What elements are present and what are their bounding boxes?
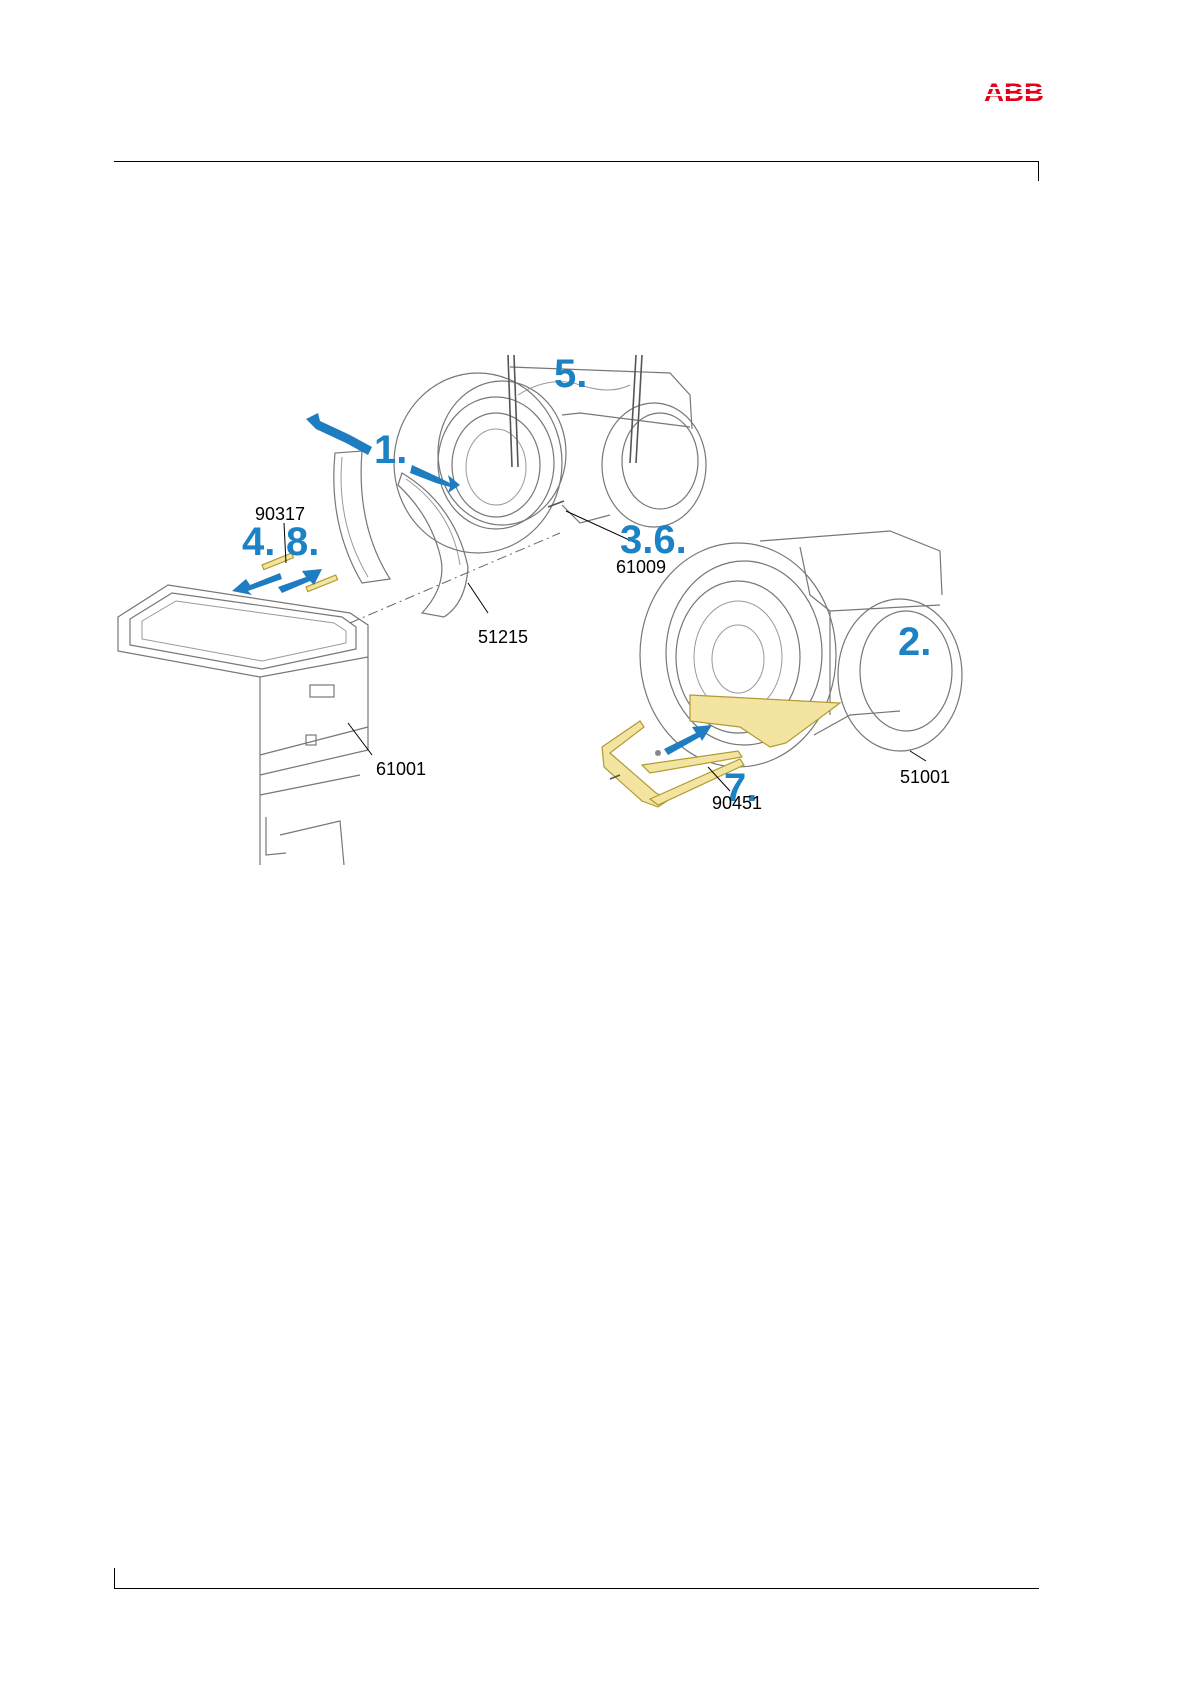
- step-3-6-label: 3.6.: [620, 518, 687, 562]
- abb-logo: ABB: [984, 80, 1044, 104]
- part-label-90317: 90317: [255, 504, 305, 524]
- part-label-90451: 90451: [712, 793, 762, 813]
- assembly-illustration: 1. 2. 3.6. 4. 5. 7. 8. 90317 61009 51215…: [110, 355, 1050, 885]
- support-90451: [602, 695, 840, 807]
- arrow-step-7: [664, 725, 712, 755]
- arrow-step-1-left: [306, 413, 372, 455]
- logo-text: ABB: [984, 80, 1044, 104]
- step-4-label: 4.: [242, 520, 275, 564]
- part-label-61009: 61009: [616, 557, 666, 577]
- step-2-label: 2.: [898, 620, 931, 664]
- part-label-61001: 61001: [376, 759, 426, 779]
- arrow-step-4: [232, 573, 282, 595]
- insulation-segments-51215: [334, 451, 468, 617]
- step-8-label: 8.: [286, 520, 319, 564]
- assembly-drawing: 1. 2. 3.6. 4. 5. 7. 8. 90317 61009 51215…: [110, 355, 1050, 885]
- step-1-label: 1.: [374, 428, 407, 472]
- header-rule: [114, 161, 1039, 162]
- direction-arrows: [232, 413, 712, 755]
- footer-rule-tick: [114, 1568, 115, 1588]
- part-label-51215: 51215: [478, 627, 528, 647]
- arrow-step-8: [278, 569, 322, 593]
- header-rule-tick: [1038, 161, 1039, 181]
- step-5-label: 5.: [554, 355, 587, 396]
- part-label-51001: 51001: [900, 767, 950, 787]
- footer-rule: [114, 1588, 1039, 1589]
- casing-61001: [118, 585, 368, 865]
